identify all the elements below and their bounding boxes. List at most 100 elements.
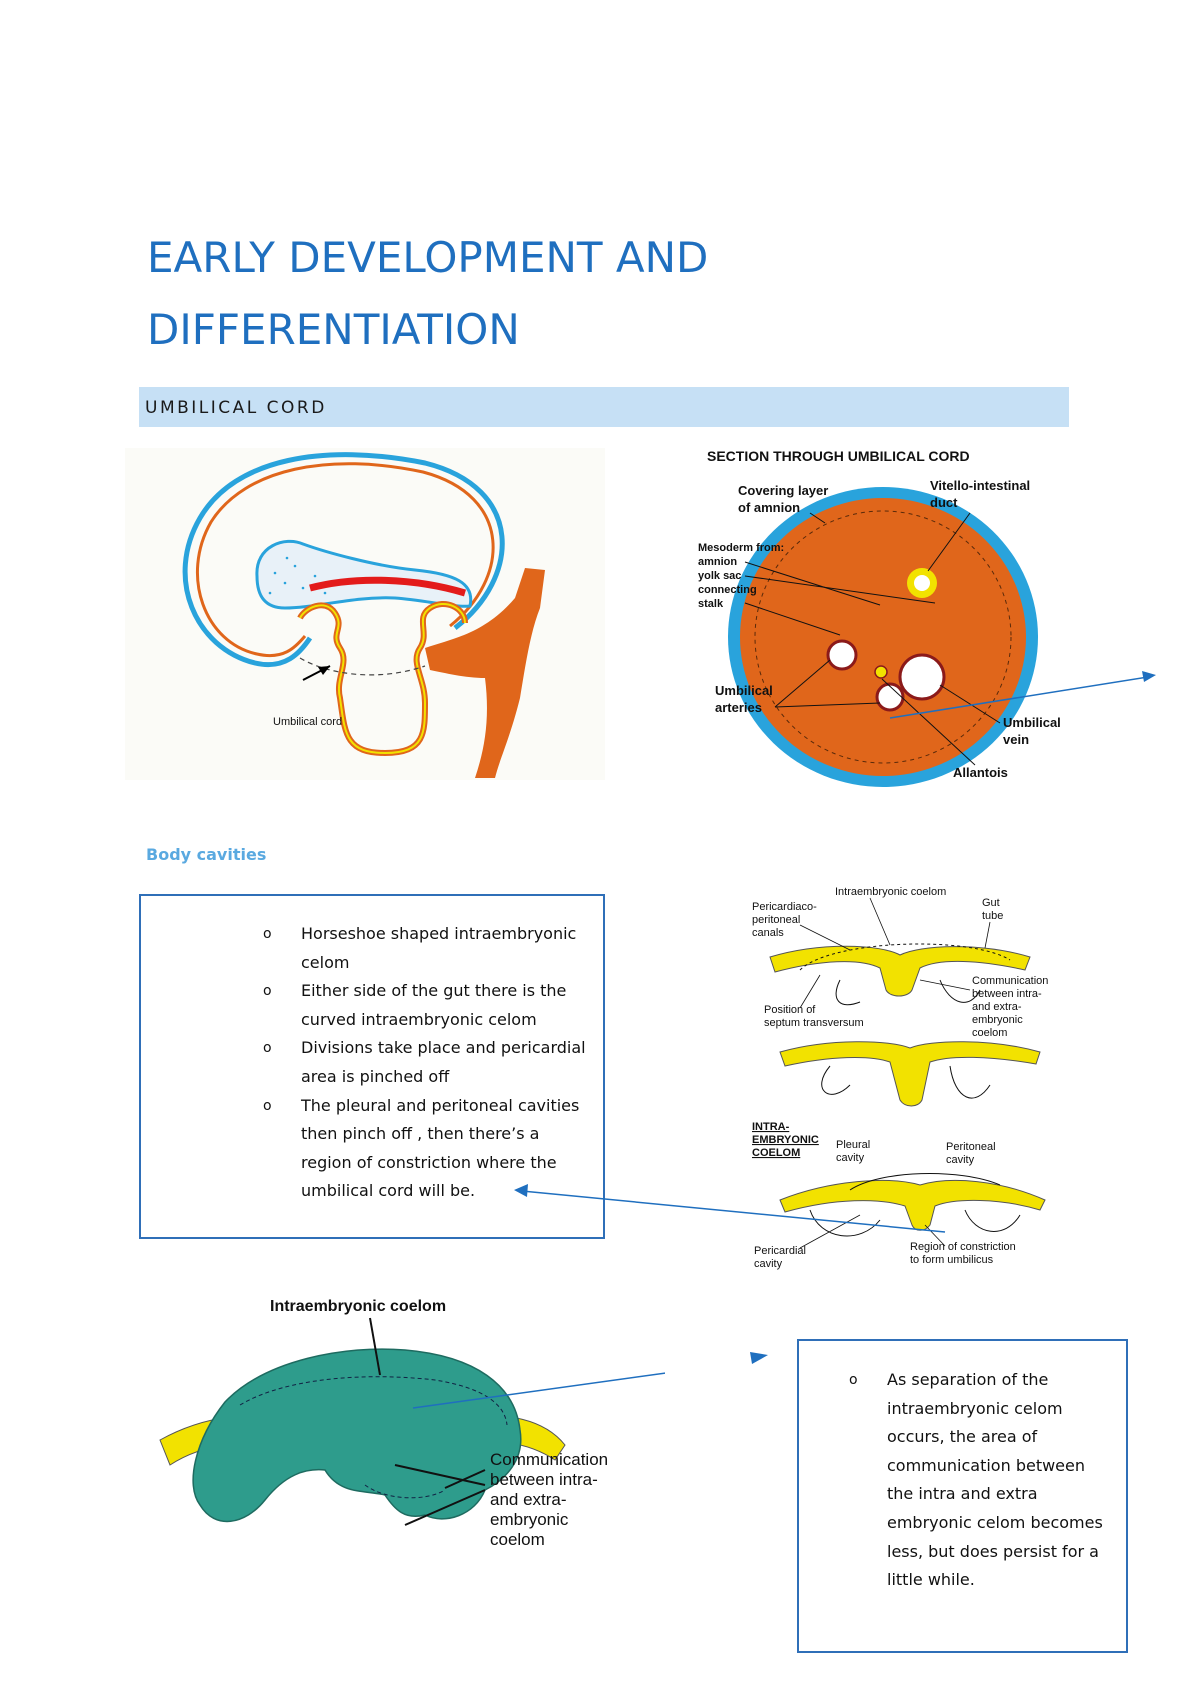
label-intra-3: COELOM [752,1147,800,1159]
bullet-marker: o [263,926,272,942]
embryo-umbilical-figure: Umbilical cord [125,448,605,780]
stage1-coelom [769,945,1031,997]
label-pleural-1: Pleural [836,1139,870,1151]
page-title: EARLY DEVELOPMENT AND DIFFERENTIATION [147,222,947,366]
cord-mesoderm [740,498,1026,776]
subheading-body-cavities: Body cavities [146,845,267,864]
allantois [874,665,888,679]
notes-box-1 [139,894,605,1239]
label-peritoneal-2: cavity [946,1154,975,1166]
label-comm-2: between intra- [490,1470,598,1489]
label-vitello-2: duct [930,495,958,510]
label-septum-2: septum transversum [764,1017,864,1029]
amnion-inner [195,462,495,657]
embryo-dots [268,556,327,595]
umbilical-artery-1 [826,639,858,671]
arrowhead-3 [750,1352,768,1364]
label-peritoneal-1: Peritoneal [946,1141,996,1153]
title-line-1: EARLY DEVELOPMENT AND [147,233,709,282]
section-leader-lines [744,512,1001,766]
bullet-marker: o [849,1372,858,1388]
label-intraembryonic: Intraembryonic coelom [835,886,946,898]
stage2-coelom [779,1041,1041,1107]
cord-arrowhead [318,666,330,675]
arrowhead [514,1184,528,1197]
cord-boundary [299,657,426,676]
stage3-coelom [779,1179,1046,1231]
bullet-marker: o [263,1097,272,1114]
label-pericardial-1: Pericardial [754,1245,806,1257]
label-pericardiaco-1: Pericardiaco- [752,901,817,913]
label-vein-2: vein [1003,732,1029,747]
list-item-text: As separation of the intraembryonic celo… [887,1370,1103,1590]
label-vein-1: Umbilical [1003,715,1061,730]
annotation-arrowhead [1142,671,1156,682]
label-comm-1: Communication [490,1450,608,1469]
arrowhead-shape [750,1352,768,1364]
label-gut-1: Gut [982,897,1000,909]
label-vitello-1: Vitello-intestinal [930,478,1030,493]
coelom-leader-lines [369,1317,486,1526]
list-item-text: Horseshoe shaped intraembryonic celom [301,924,577,972]
label-mesoderm-2: amnion [698,556,737,568]
label-pericardiaco-2: peritoneal [752,914,800,926]
stage1-gut [799,943,1011,971]
label-communication-4: embryonic [972,1014,1023,1026]
list-item: o The pleural and peritoneal cavities the… [263,1092,593,1206]
label-pericardiaco-3: canals [752,927,784,939]
label-comm-5: coelom [490,1530,545,1549]
bullet-marker: o [263,983,272,1000]
yolk-sac-lining [299,603,466,755]
list-item-text: Divisions take place and pericardial are… [301,1038,586,1086]
connecting-stalk [425,568,545,778]
annotation-arrow-2 [514,1184,946,1233]
label-intra-2: EMBRYONIC [752,1134,819,1146]
label-comm-3: and extra- [490,1490,567,1509]
embryo-body [255,539,473,610]
notes-list-1: o Horseshoe shaped intraembryonic celom o… [263,920,593,1206]
title-line-2: DIFFERENTIATION [147,305,520,354]
coelom-dashes [239,1376,508,1426]
label-region-1: Region of constriction [910,1241,1016,1253]
neural-tube [309,576,467,597]
list-item: o Horseshoe shaped intraembryonic celom [263,920,593,977]
list-item-text: Either side of the gut there is the curv… [301,981,567,1029]
section-heading: UMBILICAL CORD [145,398,327,418]
label-communication-1: Communication [972,975,1048,987]
label-mesoderm-3: yolk sac [698,570,741,582]
label-region-2: to form umbilicus [910,1254,994,1266]
label-arteries-2: arteries [715,700,762,715]
list-item-text: The pleural and peritoneal cavities then… [301,1095,580,1201]
bullet-marker: o [263,1040,272,1057]
label-mesoderm-1: Mesoderm from: [698,542,784,554]
label-covering-1: Covering layer [738,483,828,498]
label-communication-2: between intra- [972,988,1042,1000]
coelom-body [192,1348,522,1522]
annotation-arrow-3 [412,1372,665,1409]
label-septum-1: Position of [764,1004,816,1016]
amnion-outer [182,452,505,667]
label-comm-4: embryonic [490,1510,569,1529]
coelom-figure-title: Intraembryonic coelom [270,1298,446,1315]
label-pericardial-2: cavity [754,1258,783,1270]
list-item: o Divisions take place and pericardial ar… [263,1034,593,1091]
label-intra-1: INTRA- [752,1121,790,1133]
label-mesoderm-4: connecting [698,584,757,596]
intraembryonic-coelom-figure: Intraembryonic coelom Communication betw… [159,1298,665,1549]
communication-dashes [364,1484,446,1499]
section-heading-bar [139,387,1069,427]
notes-list-2: o As separation of the intraembryonic cel… [849,1366,1113,1595]
annotation-arrow [889,676,1149,719]
umbilical-vein [898,653,946,701]
label-mesoderm-5: stalk [698,598,724,610]
list-item: o Either side of the gut there is the cur… [263,977,593,1034]
label-arteries-1: Umbilical [715,683,773,698]
mesoderm-boundary [754,510,1012,764]
body-cavities-figure: Intraembryonic coelom Gut tube Pericardi… [752,886,1048,1270]
umbilical-artery-2 [875,682,905,712]
cord-section-figure: SECTION THROUGH UMBILICAL CORD Covering … [698,448,1156,787]
list-item: o As separation of the intraembryonic cel… [849,1366,1113,1595]
label-covering-2: of amnion [738,500,800,515]
label-pleural-2: cavity [836,1152,865,1164]
section-figure-title: SECTION THROUGH UMBILICAL CORD [707,448,970,464]
